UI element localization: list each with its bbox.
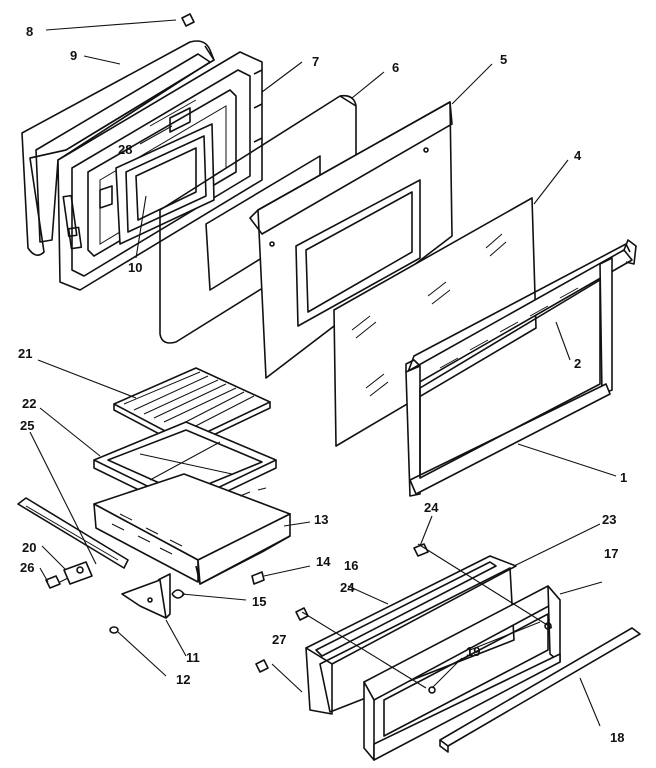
part-4-glass-panel [333,197,537,447]
callout-19: 19 [466,644,480,659]
callout-4: 4 [574,148,582,163]
part-11-12-lower-bracket [109,573,171,634]
callout-28: 28 [118,142,132,157]
callout-17: 17 [604,546,618,561]
callout-12: 12 [176,672,190,687]
callout-24a: 24 [424,500,439,515]
callout-8: 8 [26,24,33,39]
callout-26: 26 [20,560,34,575]
callout-10: 10 [128,260,142,275]
part-25-drawer-rail [17,497,129,569]
part-16-drawer-front [305,555,517,715]
leader-lines [29,19,617,727]
part-17-drawer-panel [363,585,561,761]
callout-13: 13 [314,512,328,527]
callout-20: 20 [22,540,36,555]
callout-15: 15 [252,594,266,609]
part-20-26-bracket-screw [45,561,93,589]
callout-7: 7 [312,54,319,69]
screws [181,13,429,673]
callout-14: 14 [316,554,331,569]
callout-5: 5 [500,52,507,67]
callout-labels: 8 9 7 6 5 4 28 10 2 21 22 25 1 24 13 23 … [18,24,627,745]
part-5-outer-door-panel [249,101,453,379]
callout-16: 16 [344,558,358,573]
callout-9: 9 [70,48,77,63]
callout-18: 18 [610,730,624,745]
part-18-trim-strip [439,627,641,753]
callout-21: 21 [18,346,32,361]
part-1-2-door-frame [405,239,637,497]
callout-27: 27 [272,632,286,647]
callout-2: 2 [574,356,581,371]
part-28-window-pack [115,123,215,245]
callout-11: 11 [186,650,200,665]
callout-22: 22 [22,396,36,411]
callout-24b: 24 [340,580,355,595]
callout-23: 23 [602,512,616,527]
callout-6: 6 [392,60,399,75]
callout-25: 25 [20,418,34,433]
callout-1: 1 [620,470,627,485]
part-13-broiler-drawer [93,473,291,585]
